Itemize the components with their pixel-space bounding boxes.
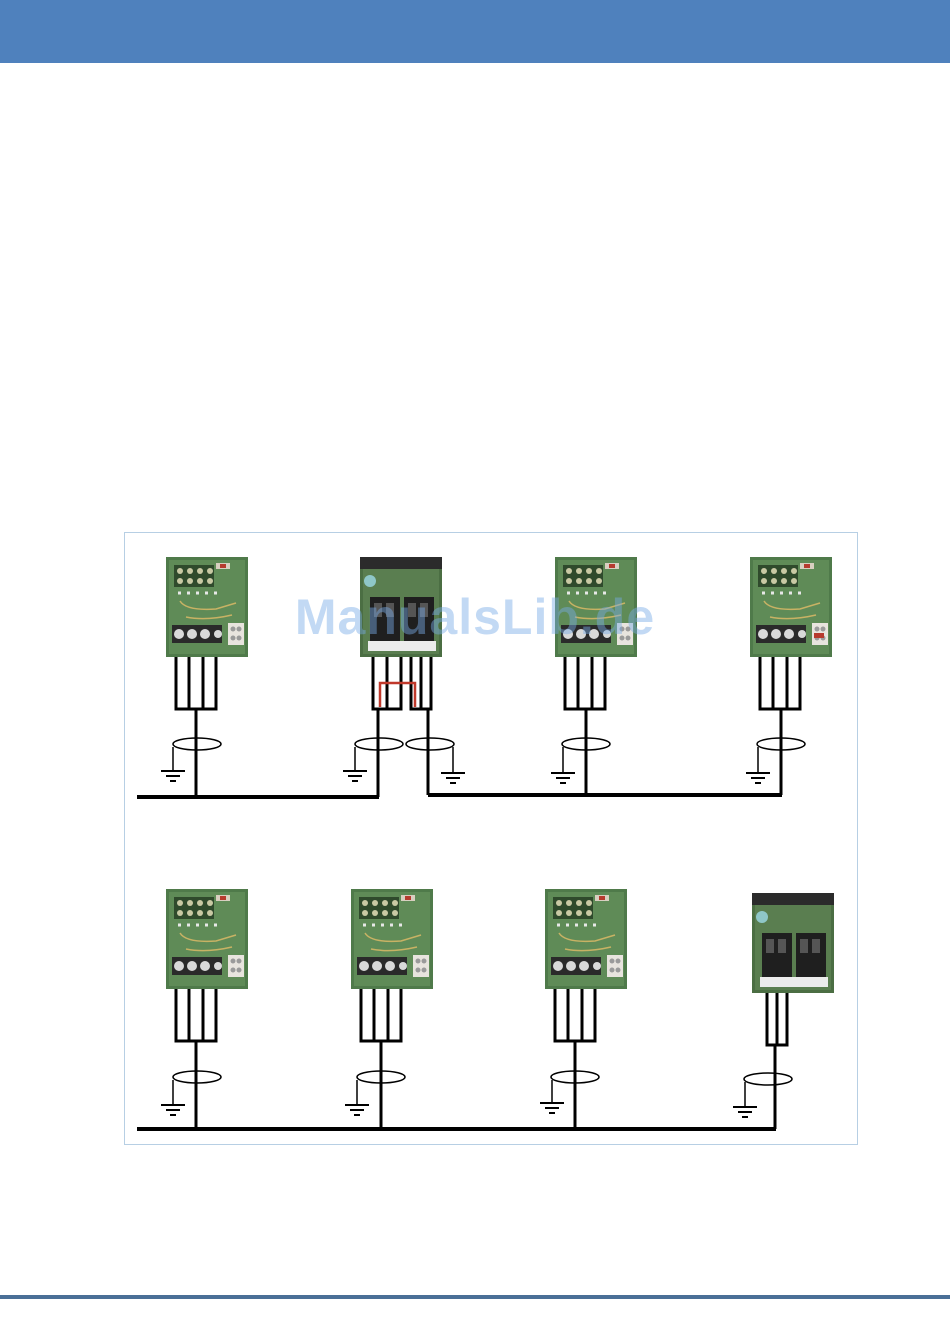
page-footer-rule bbox=[0, 1295, 950, 1299]
wiring-diagram bbox=[125, 533, 859, 1146]
module-2-3 bbox=[545, 889, 627, 989]
row-2 bbox=[137, 889, 834, 1129]
module-1-3 bbox=[555, 557, 637, 657]
page-header-bar bbox=[0, 0, 950, 63]
ground-symbol bbox=[161, 771, 185, 781]
module-2-2 bbox=[351, 889, 433, 989]
module-1-2 bbox=[360, 557, 442, 657]
row-1 bbox=[137, 557, 832, 797]
module-1-1 bbox=[166, 557, 248, 657]
wiring-diagram-figure bbox=[124, 532, 858, 1145]
module-2-4 bbox=[752, 893, 834, 993]
module-2-1 bbox=[166, 889, 248, 989]
module-1-4 bbox=[750, 557, 832, 657]
